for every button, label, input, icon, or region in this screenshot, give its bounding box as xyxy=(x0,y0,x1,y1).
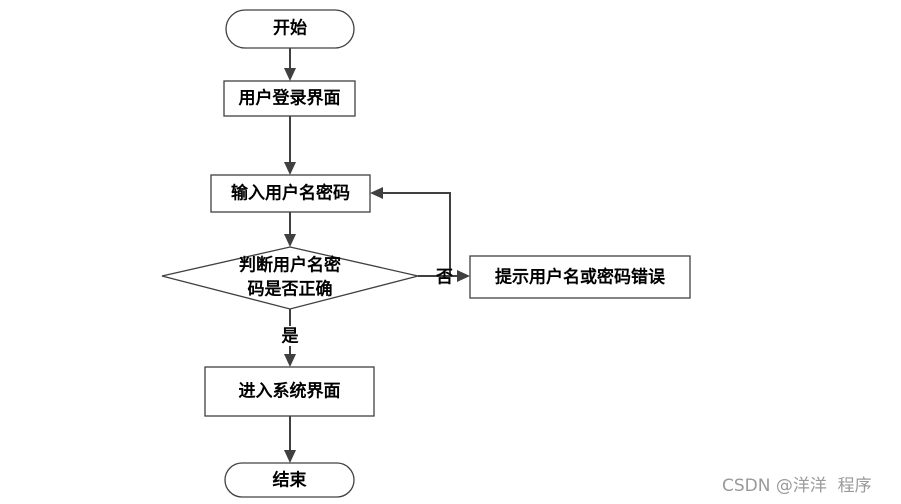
end-terminal xyxy=(224,462,355,498)
input-credentials-box xyxy=(210,174,371,213)
credentials-check-decision xyxy=(161,246,419,310)
error-prompt-box xyxy=(469,255,691,299)
decision-label-line1: 判断用户名密 xyxy=(239,255,341,276)
start-terminal xyxy=(225,9,355,49)
arrow-start-to-login xyxy=(284,68,296,81)
connector-error-loop-to-input xyxy=(381,192,451,276)
yes-branch-label: 是 xyxy=(282,327,299,347)
arrow-input-to-decision xyxy=(284,234,296,247)
start-label: 开始 xyxy=(273,18,307,39)
error-prompt-label: 提示用户名或密码错误 xyxy=(495,267,666,288)
enter-system-box xyxy=(204,366,375,417)
enter-system-label: 进入系统界面 xyxy=(239,381,341,402)
arrow-decision-to-error xyxy=(457,270,470,282)
end-label: 结束 xyxy=(273,470,307,491)
csdn-watermark: CSDN @洋洋 程序 xyxy=(722,476,872,496)
arrow-decision-to-enter xyxy=(284,354,296,367)
login-page-box xyxy=(223,80,356,117)
no-branch-label: 否 xyxy=(435,268,453,288)
login-page-label: 用户登录界面 xyxy=(239,88,341,109)
input-credentials-label: 输入用户名密码 xyxy=(231,183,350,204)
arrow-login-to-input xyxy=(284,162,296,175)
arrow-error-loop-to-input xyxy=(370,187,383,199)
arrow-enter-to-end xyxy=(284,450,296,463)
decision-label-line2: 码是否正确 xyxy=(248,279,333,300)
